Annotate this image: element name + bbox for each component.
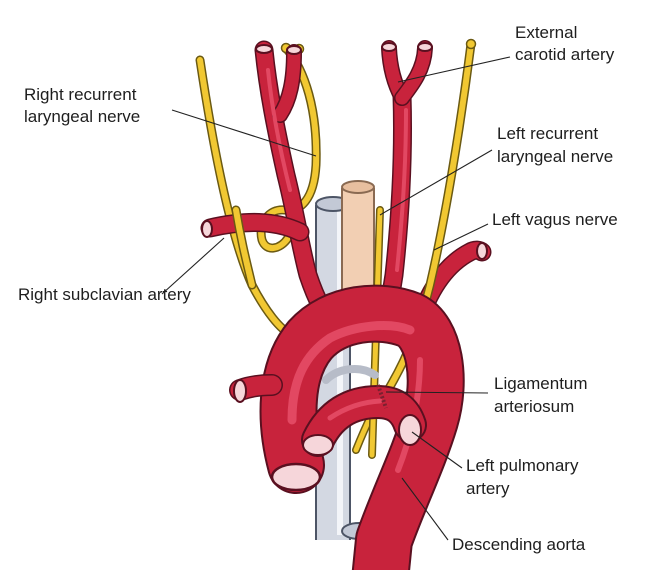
label-left-vagus-nerve: Left vagus nerve [492, 210, 618, 229]
aortic-arch [229, 284, 465, 570]
leader-lines [161, 56, 511, 541]
label-right-subclavian-artery: Right subclavian artery [18, 285, 191, 304]
left-carotid-artery [376, 40, 433, 335]
label-left-recurrent-laryngeal-nerve: Left recurrent laryngeal nerve [497, 124, 614, 166]
label-ligamentum-arteriosum: Ligamentum arteriosum [494, 374, 588, 416]
left-vagus-nerve [383, 38, 477, 395]
label-right-recurrent-laryngeal-nerve: Right recurrent laryngeal nerve [24, 85, 141, 126]
label-left-pulmonary-artery: Left pulmonary artery [466, 456, 579, 498]
ligamentum-arteriosum [376, 384, 388, 409]
left-pulmonary-artery [301, 385, 427, 457]
label-descending-aorta: Descending aorta [452, 535, 586, 554]
esophagus [341, 180, 375, 300]
label-external-carotid-artery: External carotid artery [515, 23, 615, 64]
